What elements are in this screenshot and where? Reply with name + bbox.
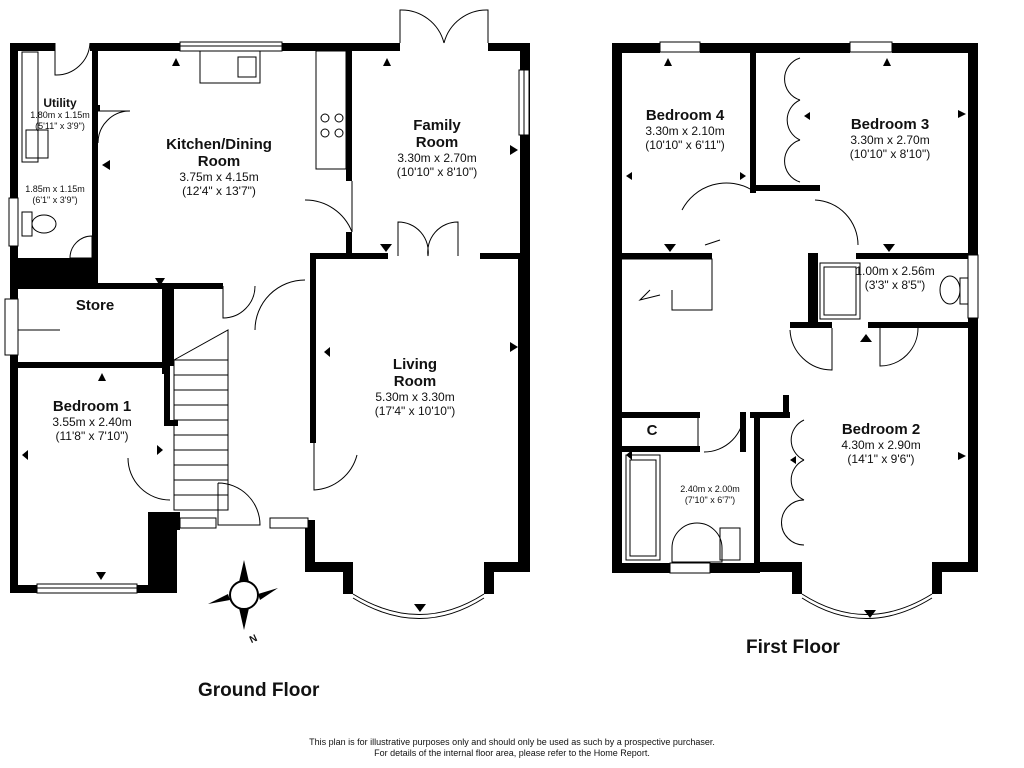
first-floor-windows-doors <box>622 41 979 619</box>
room-label-bedroom-1: Bedroom 1 3.55m x 2.40m (11'8" x 7'10") <box>52 398 132 443</box>
room-label-bedroom-2: Bedroom 2 4.30m x 2.90m (14'1" x 9'6") <box>841 421 921 466</box>
room-label-bedroom-3: Bedroom 3 3.30m x 2.70m (10'10" x 8'10") <box>849 116 931 161</box>
room-label-living-room: Living Room 5.30m x 3.30m (17'4" x 10'10… <box>374 356 456 418</box>
room-label-store: Store <box>75 297 115 314</box>
room-label-cupboard: C <box>646 422 658 439</box>
room-label-utility: Utility 1.80m x 1.15m (5'11" x 3'9") <box>30 96 90 131</box>
room-label-wc: 1.85m x 1.15m (6'1" x 3'9") <box>25 184 85 205</box>
ground-floor-title: Ground Floor <box>198 680 320 701</box>
first-floor-walls <box>612 43 978 594</box>
disclaimer-line-1: This plan is for illustrative purposes o… <box>309 737 715 747</box>
opening-markers <box>22 58 966 618</box>
compass <box>208 560 278 630</box>
room-label-family-room: Family Room 3.30m x 2.70m (10'10" x 8'10… <box>396 117 478 179</box>
room-label-bedroom-4: Bedroom 4 3.30m x 2.10m (10'10" x 6'11") <box>645 107 725 152</box>
room-label-kitchen-dining: Kitchen/Dining Room 3.75m x 4.15m (12'4"… <box>166 136 272 198</box>
ground-floor-windows-doors <box>4 9 530 619</box>
room-label-bathroom: 2.40m x 2.00m (7'10" x 6'7") <box>680 484 740 505</box>
disclaimer-line-2: For details of the internal floor area, … <box>374 748 650 758</box>
first-floor-title: First Floor <box>746 637 840 658</box>
room-label-shower-room: 1.00m x 2.56m (3'3" x 8'5") <box>855 264 935 292</box>
